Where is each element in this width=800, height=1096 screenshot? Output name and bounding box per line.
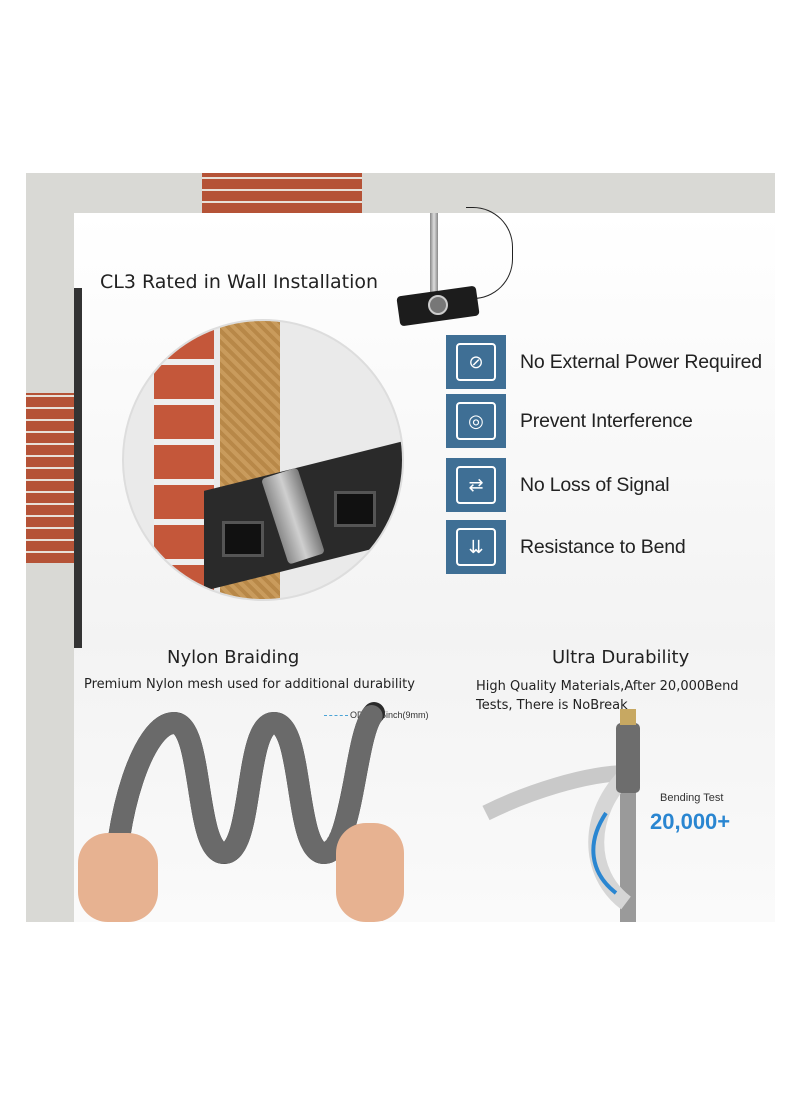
feature-row: ◎ Prevent Interference <box>446 394 693 448</box>
bend-arrow <box>591 811 618 895</box>
connector-tip <box>620 709 636 725</box>
feature-label: No Loss of Signal <box>520 473 670 496</box>
od-label: OD: 0.35inch(9mm) <box>350 710 429 720</box>
cable-bent-left <box>482 765 629 821</box>
feature-row: ⇄ No Loss of Signal <box>446 458 670 512</box>
product-image-frame: CL3 Rated in Wall Installation ⊘ No Exte… <box>26 173 775 922</box>
two-way-arrows-icon: ⇄ <box>446 458 506 512</box>
feature-label: No External Power Required <box>520 350 762 373</box>
bend-test-illustration <box>482 709 640 922</box>
brick-strip-top <box>202 173 362 213</box>
feature-label: Prevent Interference <box>520 409 693 432</box>
bend-press-icon: ⇊ <box>446 520 506 574</box>
feature-row: ⊘ No External Power Required <box>446 335 762 389</box>
projector-lens <box>428 295 448 315</box>
durability-subtitle: High Quality Materials,After 20,000Bend … <box>476 679 739 713</box>
feature-row: ⇊ Resistance to Bend <box>446 520 686 574</box>
brick-strip-left <box>26 393 74 563</box>
wall-top <box>26 173 775 213</box>
bend-test-count: 20,000+ <box>650 809 731 834</box>
signal-shield-icon: ◎ <box>446 394 506 448</box>
nylon-title: Nylon Braiding <box>167 647 300 668</box>
wall-installation-title: CL3 Rated in Wall Installation <box>100 271 379 293</box>
wall-plate-closeup <box>122 319 404 601</box>
projector-mount-pole <box>430 213 438 293</box>
wall-edge <box>74 288 82 648</box>
right-hand <box>336 823 404 922</box>
braided-cable-svg <box>103 702 385 914</box>
wall-port <box>334 491 376 527</box>
nylon-subtitle: Premium Nylon mesh used for additional d… <box>84 677 415 692</box>
braided-cable-coil <box>74 693 404 922</box>
bend-test-label: Bending Test <box>660 792 724 804</box>
durability-title: Ultra Durability <box>552 647 690 668</box>
connector-vertical <box>616 723 640 793</box>
no-power-icon: ⊘ <box>446 335 506 389</box>
ceiling-projector <box>386 207 516 333</box>
feature-label: Resistance to Bend <box>520 535 686 558</box>
wall-port <box>222 521 264 557</box>
left-hand <box>78 833 158 922</box>
cable-braid-texture <box>103 702 385 914</box>
od-pointer <box>324 715 348 716</box>
